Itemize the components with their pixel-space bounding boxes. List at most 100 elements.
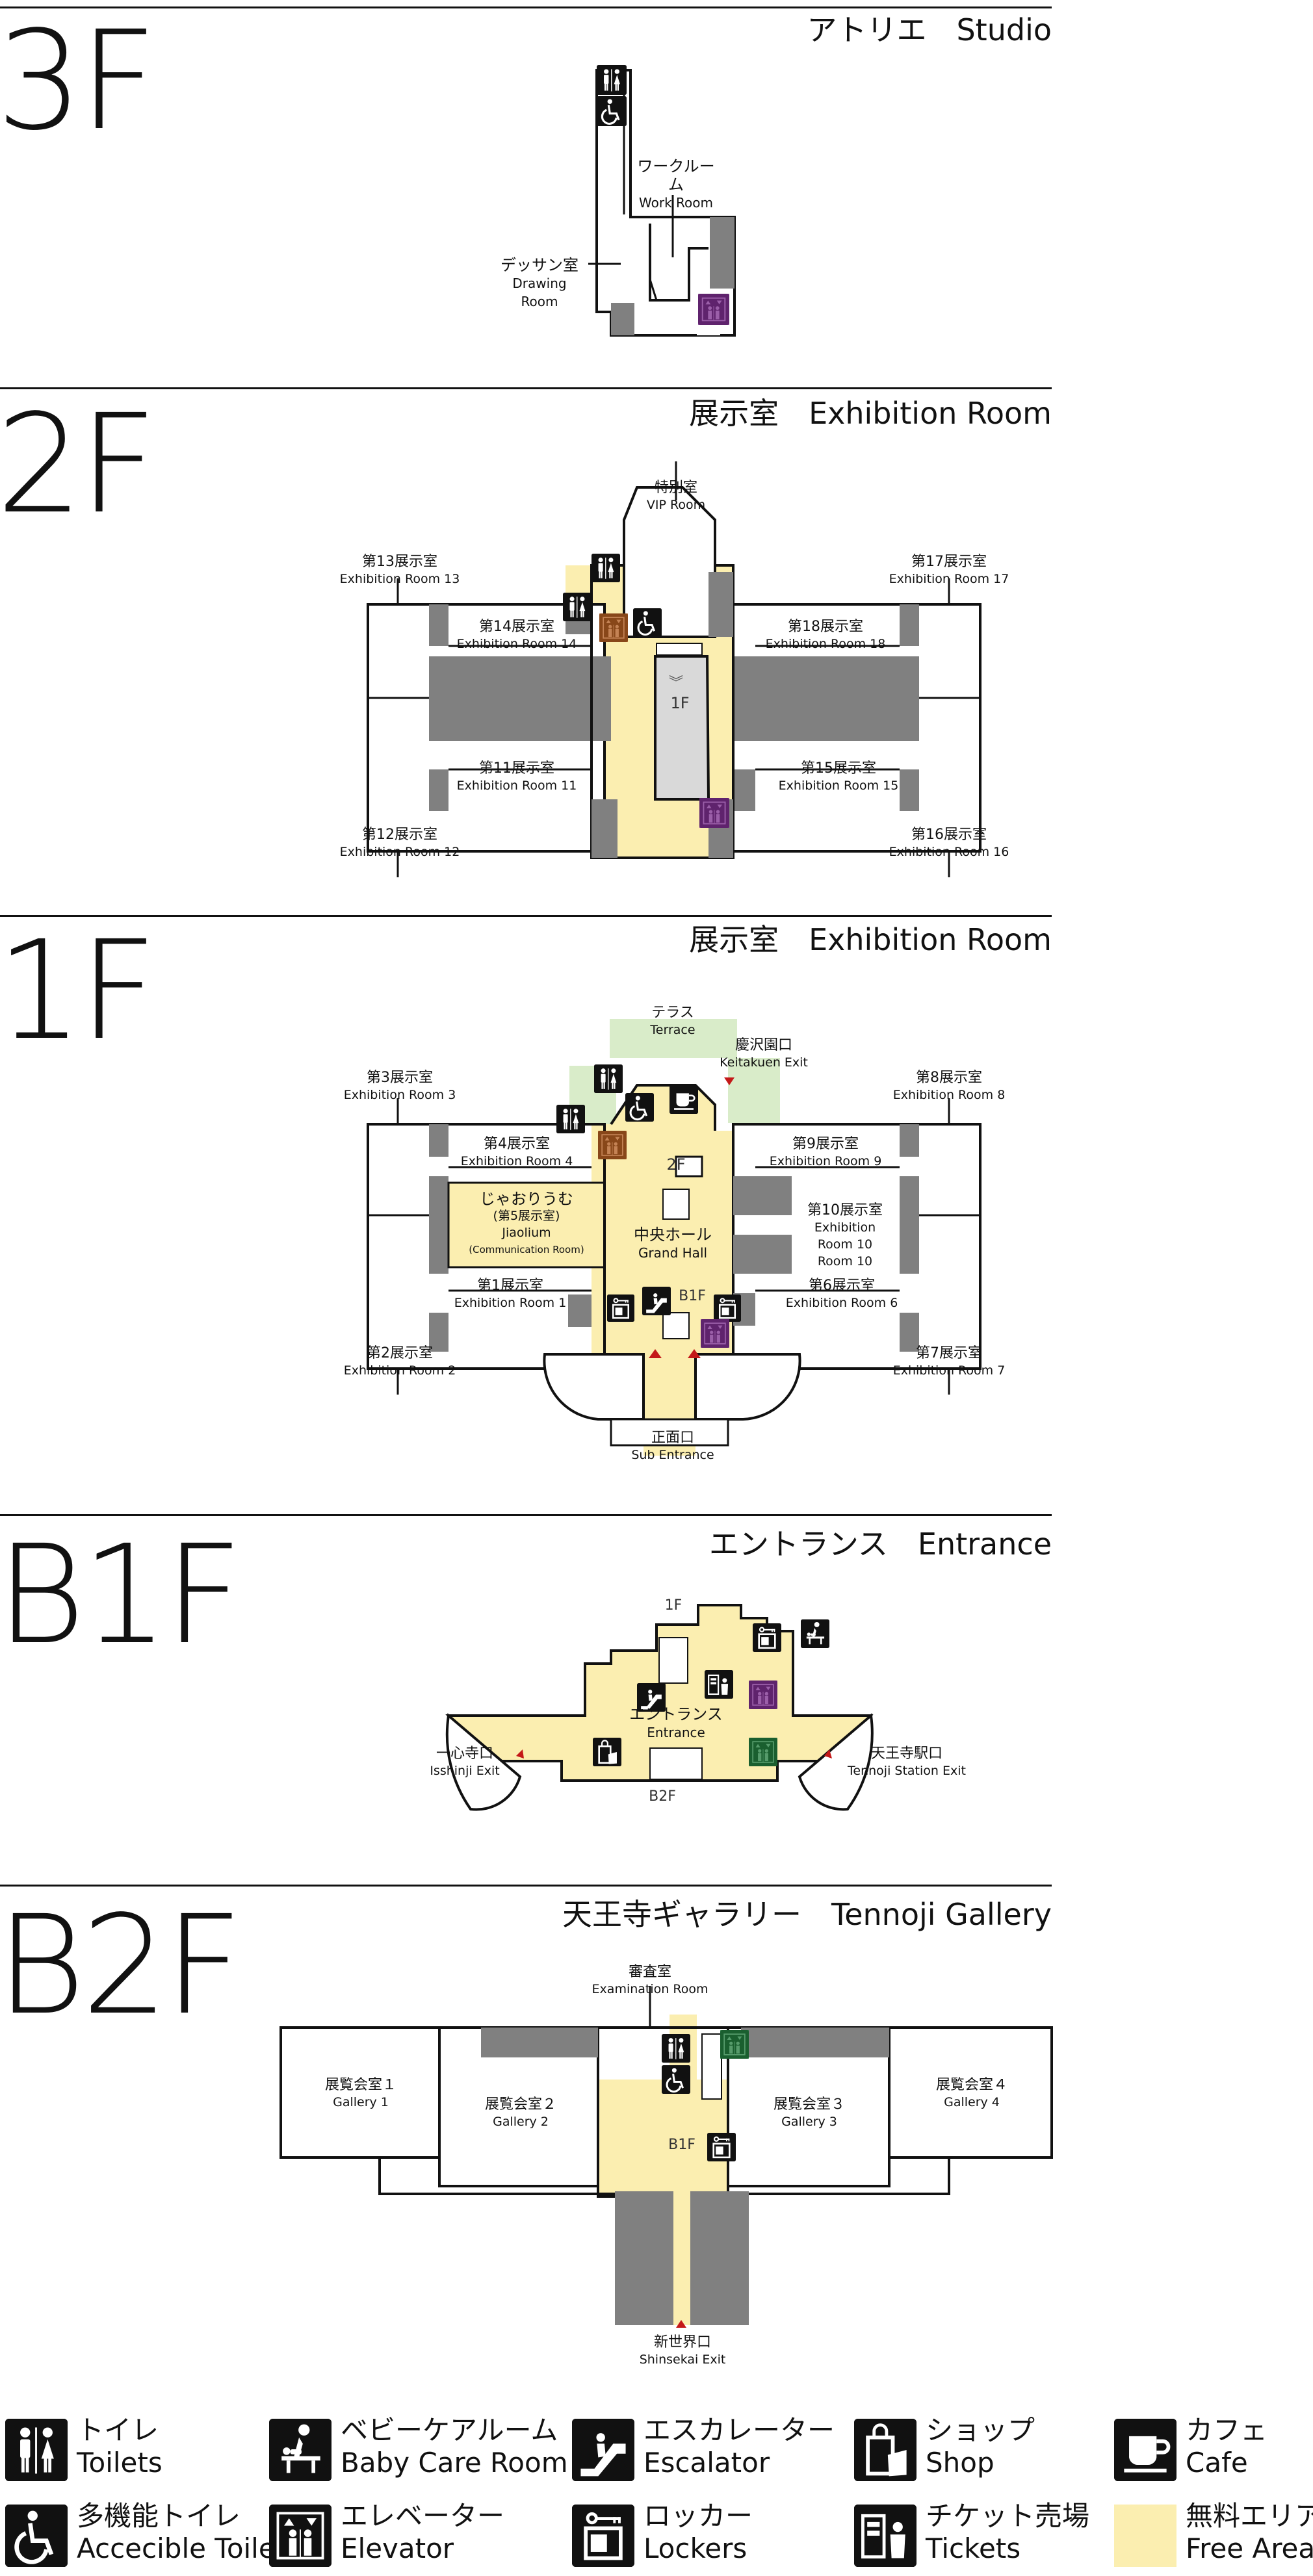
legend-label-en: Escalator [644,2447,770,2479]
stair-label-1f: 1F [670,694,690,712]
legend-label-jp: ショップ [926,2414,1035,2446]
legend-label-jp: チケット売場 [926,2500,1090,2532]
toilet-icon [662,2034,690,2063]
baby-care-icon [269,2419,332,2481]
floor-divider [0,1514,1052,1516]
elevator-icon [269,2505,332,2567]
floor-label: 1F [0,911,157,1070]
floor-title: エントランス Entrance [708,1526,1052,1562]
legend-label-en: Elevator [341,2532,454,2564]
room-label-jiaolium: じゃおりうむ (第5展示室) Jiaolium (Communication R… [469,1190,584,1256]
baby-care-icon [801,1619,829,1648]
legend-label-jp: 無料エリア [1186,2500,1313,2532]
stair-label-b1f: B1F [668,2137,696,2153]
ticket-icon [705,1670,733,1699]
cafe-icon [670,1085,698,1114]
floor-plan-1f [367,1019,982,1456]
legend-label-en: Accecible Toilet [77,2532,287,2564]
stair-label-2f: 2F [666,1155,686,1174]
legend-label-en: Baby Care Room [341,2447,568,2479]
cafe-icon [1114,2419,1176,2481]
legend-label-jp: エレベーター [341,2500,505,2532]
floor-label: B2F [0,1886,243,2045]
legend: トイレ Toilets ベビーケアルーム Baby Care Room エスカレ… [0,2404,1313,2576]
locker-icon [714,1294,741,1322]
locker-icon [607,1294,634,1322]
accessible-toilet-icon [633,608,662,637]
floor-divider [0,915,1052,917]
locker-icon [753,1623,781,1652]
escalator-icon [572,2419,634,2481]
escalator-icon [642,1287,671,1315]
floor-divider [0,6,1052,8]
legend-label-jp: ロッカー [644,2500,753,2532]
floor-1f: 1F 展示室 Exhibition Room [0,910,1313,1514]
stair-label-b1f: B1F [679,1288,706,1304]
legend-label-jp: エスカレーター [644,2414,835,2446]
floor-title: 展示室 Exhibition Room [689,922,1052,957]
floor-plan-b1f [445,1604,874,1811]
stair-label-1f: 1F [664,1597,682,1614]
toilet-icon [594,1064,623,1093]
free-area-swatch [1114,2505,1176,2567]
locker-icon [572,2505,634,2567]
toilet-icon [556,1105,585,1133]
floor-label: B1F [0,1515,243,1675]
legend-label-en: Free Area [1186,2532,1313,2564]
svg-text:︾: ︾ [669,675,683,691]
floor-label: 2F [0,385,157,544]
floor-2f: 2F 展示室 Exhibition Room [0,383,1313,910]
ticket-icon [854,2505,916,2567]
floor-label: 3F [0,1,157,161]
floor-divider [0,387,1052,389]
shop-icon [854,2419,916,2481]
stair-label-b2f: B2F [649,1788,676,1805]
toilet-icon [5,2419,68,2481]
toilet-icon [592,554,620,582]
locker-icon [707,2133,736,2161]
floor-title: 展示室 Exhibition Room [689,396,1052,431]
accessible-toilet-icon [5,2505,68,2567]
floor-title: 天王寺ギャラリー Tennoji Gallery [562,1897,1052,1932]
floor-plan-3f [588,65,736,337]
legend-label-en: Lockers [644,2532,748,2564]
accessible-toilet-icon [597,96,627,126]
floor-plan-b2f [280,1986,1053,2328]
legend-label-jp: カフェ [1186,2414,1268,2446]
legend-label-en: Toilets [77,2447,162,2479]
legend-label-en: Shop [926,2447,994,2479]
accessible-toilet-icon [625,1093,654,1122]
